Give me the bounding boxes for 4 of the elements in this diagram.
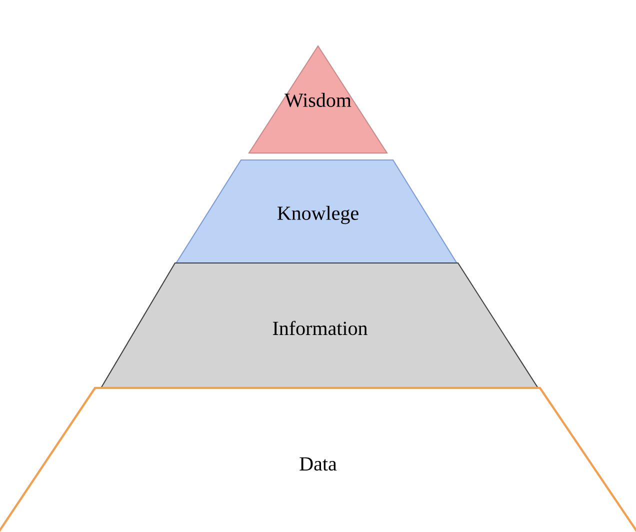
pyramid-level: Data	[0, 386, 636, 532]
pyramid-level: Information	[100, 262, 539, 389]
pyramid-level: Knowlege	[174, 159, 459, 266]
pyramid-top-triangle: Wisdom	[248, 45, 388, 154]
